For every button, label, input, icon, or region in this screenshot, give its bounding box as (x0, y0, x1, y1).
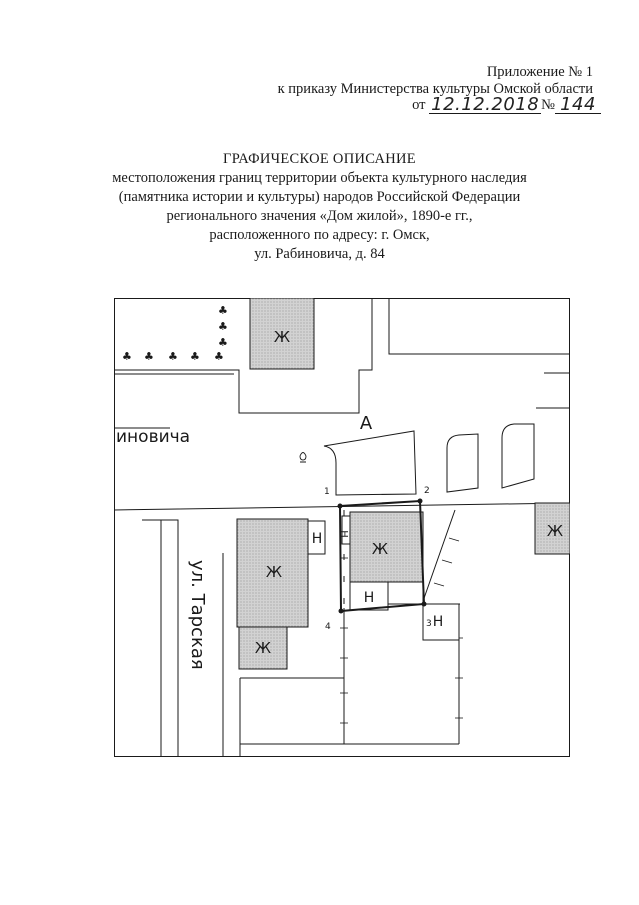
tree-icon: ♣ (218, 304, 228, 317)
tree-icon: ♣ (218, 320, 228, 333)
building-left (236, 518, 309, 628)
document-title: ГРАФИЧЕСКОЕ ОПИСАНИЕ (223, 151, 416, 167)
point-label-1: 1 (324, 487, 330, 497)
street-label-rabinovicha: иновича (116, 427, 190, 447)
label-nonres-right: Н (433, 614, 444, 630)
document-title-block: ГРАФИЧЕСКОЕ ОПИСАНИЕ местоположения гран… (0, 150, 639, 264)
annex-right (422, 603, 460, 641)
tree-icon: ♣ (144, 350, 154, 363)
annex-left (307, 520, 326, 555)
tree-icon: ♣ (190, 350, 200, 363)
label-nonres-left: Н (312, 531, 323, 547)
order-reference: к приказу Министерства культуры Омской о… (277, 81, 593, 97)
tree-icon: ♣ (168, 350, 178, 363)
boundary-point-4 (338, 608, 344, 614)
tree-icon: ♣ (214, 350, 224, 363)
boundary-point-2 (417, 498, 423, 504)
point-label-3: 3 (426, 619, 432, 629)
building-right (534, 502, 570, 555)
point-label-2: 2 (424, 486, 430, 496)
street-label-tarskaya: ул. Тарская (187, 560, 208, 670)
boundary-point-1 (337, 503, 343, 509)
description-line-3: регионального значения «Дом жилой», 1890… (166, 208, 473, 224)
document-header: Приложение № 1 к приказу Министерства ку… (0, 0, 639, 120)
boundary-point-3 (421, 601, 427, 607)
building-monument (349, 511, 424, 583)
building-left-lower (238, 626, 288, 670)
buildings (236, 298, 570, 670)
label-nonres-monument: Н (364, 590, 375, 606)
description-line-4: расположенного по адресу: г. Омск, (209, 227, 430, 243)
handwritten-date: 12.12.2018 (431, 94, 540, 115)
date-underline: 12.12.2018 (429, 94, 542, 115)
label-residential-monument: Ж (372, 540, 388, 558)
handwritten-number: 144 (560, 94, 596, 115)
number-underline: 144 (555, 94, 601, 115)
building-top (249, 298, 315, 370)
description-line-1: местоположения границ территории объекта… (112, 170, 527, 186)
boundary-map: ♣ ♣ ♣ ♣ ♣ ♣ ♣ ♣ 1 2 3 4 Ж Ж Ж Ж Ж Н (114, 298, 570, 757)
tree-icon: ♣ (122, 350, 132, 363)
annex-monument-right (387, 581, 424, 605)
label-residential-right: Ж (547, 522, 563, 540)
label-residential-left: Ж (266, 563, 282, 581)
tree-icon: ♣ (218, 336, 228, 349)
point-label-4: 4 (325, 622, 331, 632)
appendix-number: Приложение № 1 (486, 64, 593, 80)
label-residential-left-lower: Ж (255, 639, 271, 657)
from-label: от (412, 97, 426, 113)
trees: ♣ ♣ ♣ ♣ ♣ ♣ ♣ ♣ (122, 304, 228, 363)
monument-icon (299, 452, 307, 463)
number-label: № (541, 97, 555, 113)
description-line-2: (памятника истории и культуры) народов Р… (118, 189, 521, 205)
label-residential-top: Ж (274, 328, 290, 346)
boundary-points (337, 498, 427, 614)
label-nonres-porch: Н (338, 530, 349, 538)
description-line-5: ул. Рабиновича, д. 84 (254, 246, 385, 262)
porch (341, 515, 351, 545)
area-letter: А (360, 413, 373, 434)
annex-monument (349, 581, 389, 611)
